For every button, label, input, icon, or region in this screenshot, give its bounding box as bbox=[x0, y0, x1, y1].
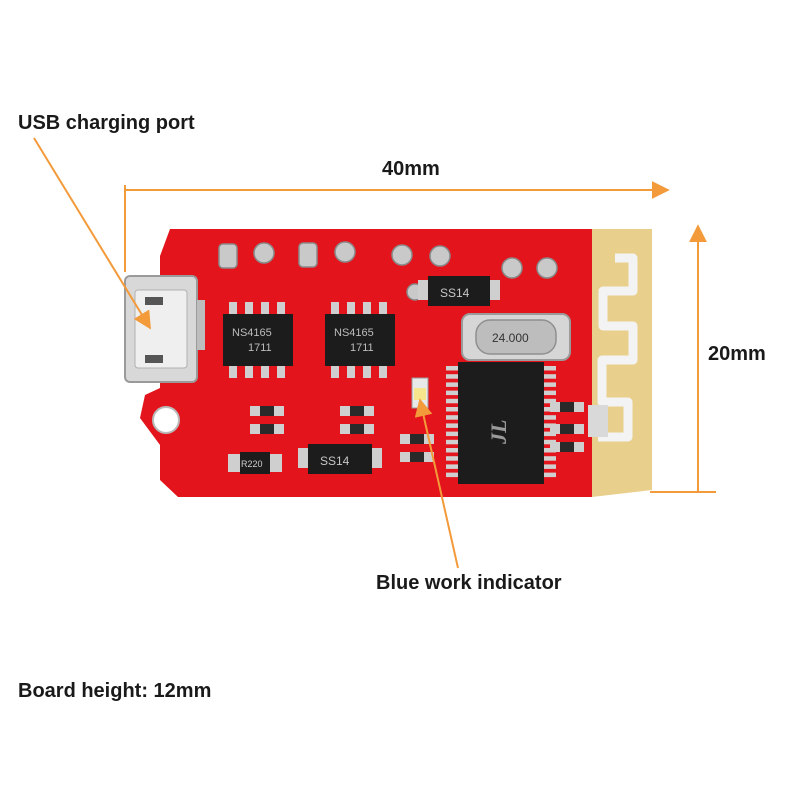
amp-right-marking: NS4165 bbox=[334, 327, 374, 339]
diode-top-marking: SS14 bbox=[440, 286, 470, 300]
diode-top: SS14 bbox=[418, 276, 500, 306]
bt-chip-pin bbox=[446, 390, 458, 396]
amp-right-code: 1711 bbox=[350, 342, 374, 354]
antenna-trace bbox=[597, 253, 638, 442]
crystal-marking: 24.000 bbox=[492, 331, 529, 345]
width-dimension-label: 40mm bbox=[382, 158, 440, 180]
usb-port bbox=[124, 275, 205, 383]
amplifier-chip-left: NS4165 1711 bbox=[223, 302, 293, 378]
board-height-label: Board height: 12mm bbox=[18, 680, 212, 702]
bt-chip-pin bbox=[544, 472, 556, 478]
bt-chip-pin bbox=[446, 448, 458, 453]
resistor-r220: R220 bbox=[228, 452, 282, 474]
bt-chip-pin bbox=[544, 415, 556, 420]
smd-components bbox=[250, 402, 584, 462]
antenna-feed-pad bbox=[588, 405, 608, 437]
bt-chip-pin bbox=[446, 431, 458, 437]
usb-callout-arrow bbox=[33, 137, 151, 330]
usb-charging-port-label: USB charging port bbox=[18, 112, 195, 134]
bt-chip-pin bbox=[544, 374, 556, 379]
bt-chip-pin bbox=[544, 456, 556, 461]
amp-left-marking: NS4165 bbox=[232, 327, 272, 339]
bt-chip-pin bbox=[544, 390, 556, 396]
bt-chip-pin bbox=[446, 407, 458, 412]
bt-chip-pin bbox=[446, 398, 458, 404]
diode-bottom-marking: SS14 bbox=[320, 454, 350, 468]
bt-chip-pin bbox=[544, 398, 556, 404]
bluetooth-chip: JL bbox=[446, 362, 556, 484]
bt-chip-pin bbox=[544, 366, 556, 371]
bt-chip-pin bbox=[446, 439, 458, 445]
diode-bottom: SS14 bbox=[298, 444, 382, 474]
resistor-marking: R220 bbox=[241, 459, 263, 469]
height-dimension-line bbox=[650, 224, 716, 493]
bt-chip-pin bbox=[446, 472, 458, 478]
bt-chip-pin bbox=[446, 374, 458, 379]
bt-chip-pin bbox=[446, 423, 458, 428]
bt-chip-logo: JL bbox=[486, 420, 511, 445]
mounting-hole bbox=[152, 406, 180, 434]
bt-chip-pin bbox=[446, 366, 458, 371]
amplifier-chip-right: NS4165 1711 bbox=[325, 302, 395, 378]
bt-chip-pin bbox=[544, 382, 556, 387]
amp-left-code: 1711 bbox=[248, 342, 272, 354]
bt-chip-pin bbox=[446, 415, 458, 420]
bt-chip-pin bbox=[446, 464, 458, 469]
blue-work-indicator-label: Blue work indicator bbox=[376, 572, 562, 594]
height-dimension-label: 20mm bbox=[708, 343, 766, 365]
indicator-callout-arrow bbox=[414, 398, 459, 569]
width-dimension-line bbox=[124, 181, 670, 272]
bt-chip-pin bbox=[544, 464, 556, 469]
crystal-oscillator: 24.000 bbox=[461, 313, 571, 361]
bt-chip-pin bbox=[446, 456, 458, 461]
bt-chip-pin bbox=[446, 382, 458, 387]
